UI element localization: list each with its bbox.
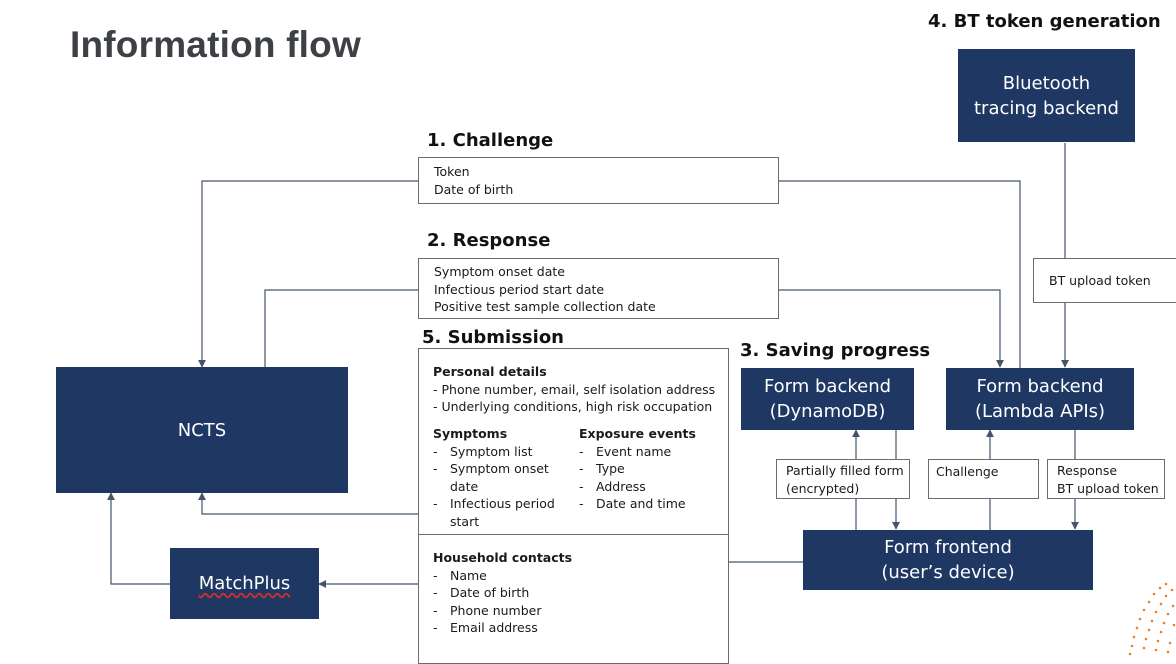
household-item: Email address <box>433 619 572 637</box>
response-item: Positive test sample collection date <box>434 299 656 314</box>
dot-pattern <box>1128 582 1176 656</box>
response-item: Infectious period start date <box>434 281 605 297</box>
challenge-edge-label: Challenge <box>928 459 1039 499</box>
response-edge-line-1: Response <box>1057 463 1118 478</box>
frontend-line-2: (user’s device) <box>881 562 1015 583</box>
response-edge-label: Response BT upload token <box>1047 459 1165 499</box>
exposure-item: Date and time <box>579 495 724 513</box>
submission-data-box: Personal details - Phone number, email, … <box>418 348 729 535</box>
exposure-events-section: Exposure events Event name Type Address … <box>579 425 724 513</box>
challenge-edge-text: Challenge <box>936 464 999 479</box>
household-item: Phone number <box>433 602 572 620</box>
lambda-line-1: Form backend <box>976 376 1104 397</box>
challenge-item: Token <box>434 164 470 179</box>
ncts-node[interactable]: NCTS <box>56 367 348 493</box>
response-data-box: Symptom onset date Infectious period sta… <box>418 258 779 319</box>
saving-progress-heading: 3. Saving progress <box>740 340 931 361</box>
bt-generation-heading: 4. BT token generation <box>928 11 1161 32</box>
exposure-events-title: Exposure events <box>579 426 696 441</box>
form-frontend-node[interactable]: Form frontend (user’s device) <box>803 530 1093 590</box>
partial-form-line-1: Partially filled form <box>786 463 904 478</box>
bt-upload-token-text: BT upload token <box>1049 273 1151 288</box>
lambda-line-2: (Lambda APIs) <box>974 401 1106 422</box>
submission-heading: 5. Submission <box>422 327 564 348</box>
matchplus-label: MatchPlus <box>198 573 291 594</box>
household-contacts-section: Household contacts Name Date of birth Ph… <box>433 549 572 637</box>
dynamo-line-1: Form backend <box>763 376 892 397</box>
response-item: Symptom onset date <box>434 264 565 279</box>
household-contacts-title: Household contacts <box>433 550 573 565</box>
bluetooth-tracing-backend-node[interactable]: Bluetooth tracing backend <box>958 49 1135 142</box>
personal-details-line: - Underlying conditions, high risk occup… <box>433 399 713 414</box>
exposure-item: Event name <box>579 443 724 461</box>
frontend-line-1: Form frontend <box>884 537 1012 558</box>
challenge-item: Date of birth <box>434 181 514 197</box>
symptoms-section: Symptoms Symptom list Symptom onset date… <box>433 425 567 530</box>
form-backend-dynamodb-node[interactable]: Form backend (DynamoDB) <box>741 368 914 430</box>
personal-details-title: Personal details <box>433 364 547 379</box>
matchplus-node[interactable]: MatchPlus <box>170 548 319 619</box>
bt-backend-line-2: tracing backend <box>974 97 1119 119</box>
dynamo-line-2: (DynamoDB) <box>769 401 886 422</box>
partial-form-line-2: (encrypted) <box>786 480 860 496</box>
household-item: Date of birth <box>433 584 572 602</box>
personal-details-section: Personal details - Phone number, email, … <box>433 363 715 416</box>
household-item: Name <box>433 567 572 585</box>
exposure-item: Type <box>579 460 724 478</box>
symptoms-item: Infectious period start <box>433 495 567 530</box>
exposure-item: Address <box>579 478 724 496</box>
symptoms-item: Symptom list <box>433 443 567 461</box>
ncts-label: NCTS <box>177 419 227 441</box>
submission-flow-line <box>198 492 418 515</box>
decorative-dots <box>1128 582 1176 656</box>
bt-backend-line-1: Bluetooth <box>1002 72 1091 94</box>
symptoms-item: Symptom onset date <box>433 460 567 495</box>
matchplus-ncts-line <box>107 492 170 585</box>
symptoms-title: Symptoms <box>433 426 508 441</box>
form-backend-lambda-node[interactable]: Form backend (Lambda APIs) <box>946 368 1134 430</box>
bt-upload-token-label: BT upload token <box>1033 258 1176 303</box>
household-contacts-box: Household contacts Name Date of birth Ph… <box>418 534 729 664</box>
partial-form-label: Partially filled form (encrypted) <box>776 459 910 499</box>
personal-details-line: - Phone number, email, self isolation ad… <box>433 381 716 397</box>
page-title: Information flow <box>70 24 361 65</box>
response-heading: 2. Response <box>427 230 551 251</box>
response-edge-line-2: BT upload token <box>1057 480 1159 496</box>
challenge-heading: 1. Challenge <box>427 130 554 151</box>
challenge-data-box: Token Date of birth <box>418 157 779 204</box>
